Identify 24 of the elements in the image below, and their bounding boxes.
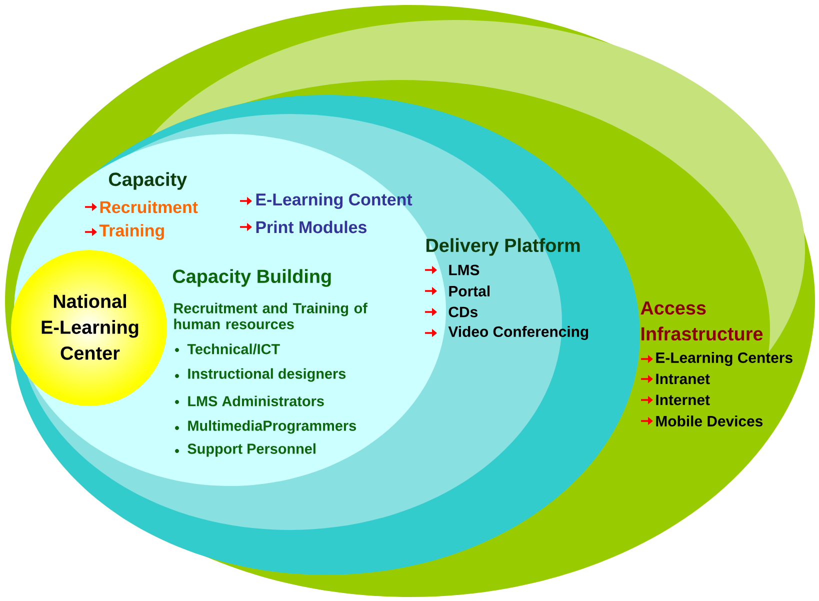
center-circle: [11, 250, 167, 406]
list-item: Technical/ICT: [187, 344, 280, 354]
list-item: Video Conferencing: [448, 326, 588, 340]
center-label: National E-Learning Center: [42, 294, 138, 360]
heading: Capacity Building: [172, 269, 331, 287]
list-item: E-Learning Content: [256, 193, 412, 209]
list-item: CDs: [448, 306, 478, 318]
list-item: Recruitment: [100, 200, 198, 214]
list-item: Training: [99, 224, 164, 240]
list-item: Instructional designers: [188, 368, 346, 382]
list-item: Support Personnel: [188, 443, 316, 457]
list-item: LMS Administrators: [188, 396, 324, 406]
list-item: Mobile Devices: [656, 416, 763, 426]
list-item: MultimediaProgrammers: [188, 420, 356, 434]
list-item: Portal: [449, 286, 490, 296]
heading: Capacity: [109, 172, 187, 190]
subheading: Recruitment and Training of human resources: [174, 302, 368, 330]
heading: Access Infrastructure: [640, 301, 763, 341]
list-item: Print Modules: [256, 220, 366, 234]
list-item: E-Learning Centers: [656, 352, 792, 366]
list-item: Intranet: [656, 374, 710, 384]
list-item: Internet: [656, 394, 710, 406]
list-item: LMS: [449, 264, 480, 276]
heading: Delivery Platform: [426, 238, 580, 256]
